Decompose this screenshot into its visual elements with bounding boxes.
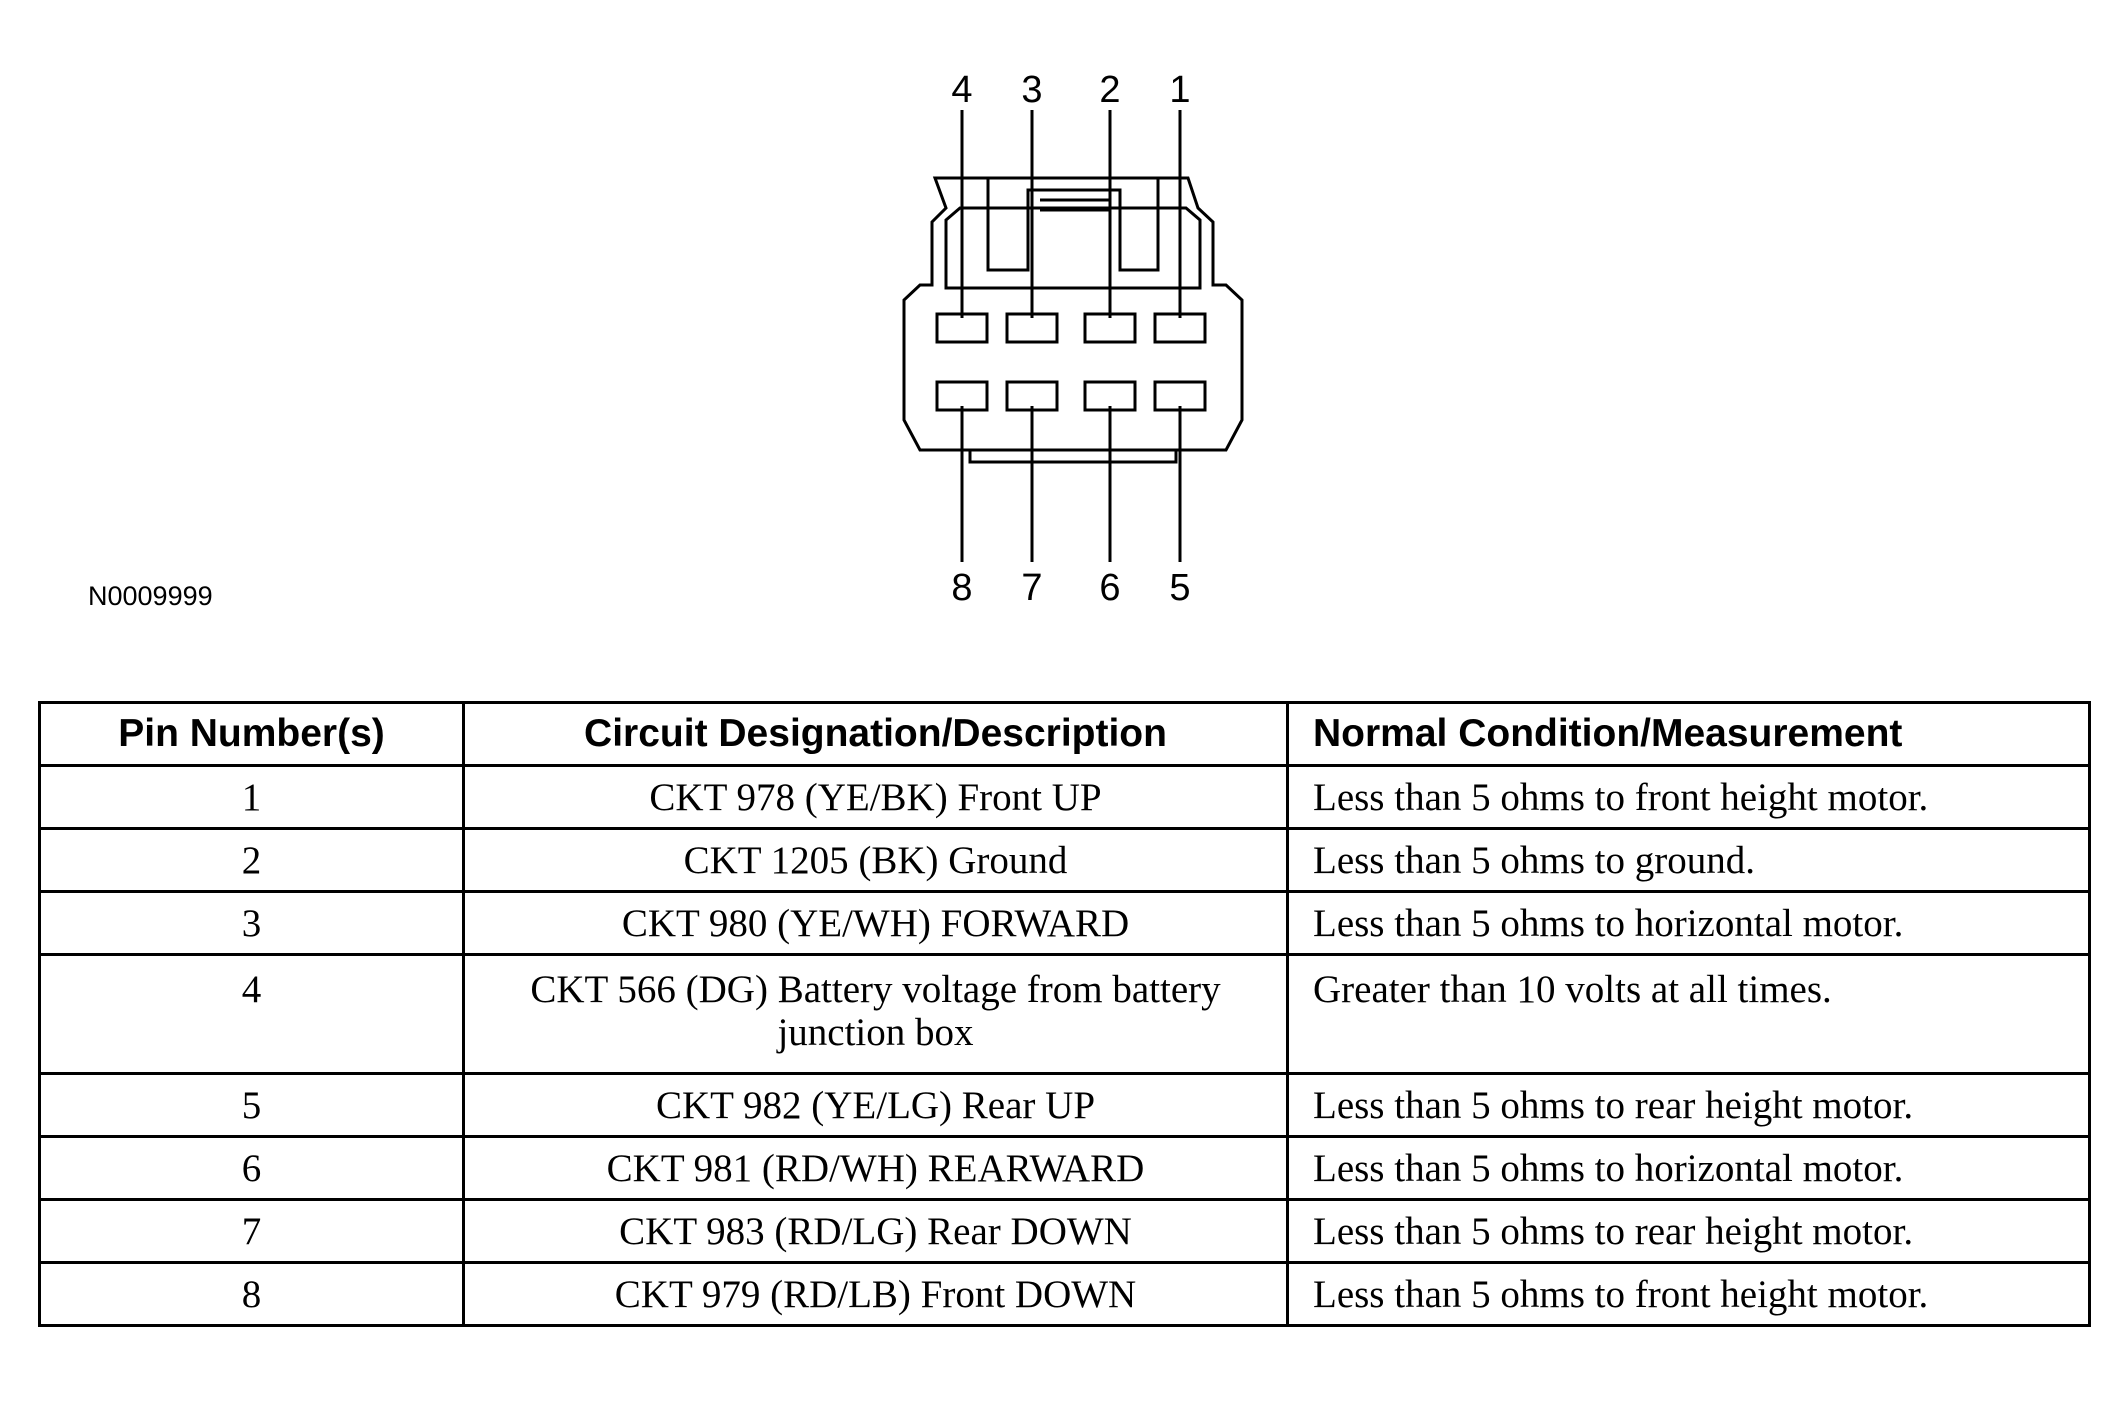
circuit-cell: CKT 982 (YE/LG) Rear UP — [462, 1072, 1289, 1138]
table-row: 3 CKT 980 (YE/WH) FORWARD Less than 5 oh… — [38, 890, 2091, 956]
table-row: 5 CKT 982 (YE/LG) Rear UP Less than 5 oh… — [38, 1072, 2091, 1138]
cavity-5 — [1153, 380, 1207, 412]
pin-label-3: 3 — [1021, 69, 1042, 111]
cavity-3 — [1005, 312, 1059, 344]
measurement-cell: Less than 5 ohms to front height motor. — [1286, 1261, 2091, 1327]
cavity-7 — [1005, 380, 1059, 412]
table-row: 6 CKT 981 (RD/WH) REARWARD Less than 5 o… — [38, 1135, 2091, 1201]
connector-diagram: 4 3 2 1 8 7 6 5 N0009999 — [0, 0, 2124, 640]
circuit-cell: CKT 978 (YE/BK) Front UP — [462, 764, 1289, 830]
connector-drawing: 4 3 2 1 8 7 6 5 N0009999 — [88, 69, 1244, 611]
circuit-cell: CKT 980 (YE/WH) FORWARD — [462, 890, 1289, 956]
circuit-cell: CKT 979 (RD/LB) Front DOWN — [462, 1261, 1289, 1327]
table-header-row: Pin Number(s) Circuit Designation/Descri… — [38, 701, 2091, 767]
table-row: 1 CKT 978 (YE/BK) Front UP Less than 5 o… — [38, 764, 2091, 830]
cavity-4 — [935, 312, 989, 344]
cavity-6 — [1083, 380, 1137, 412]
table-row: 2 CKT 1205 (BK) Ground Less than 5 ohms … — [38, 827, 2091, 893]
pin-label-5: 5 — [1169, 567, 1190, 609]
pin-cell: 3 — [38, 890, 465, 956]
table-row: 4 CKT 566 (DG) Battery voltage from batt… — [38, 953, 2091, 1075]
figure-code: N0009999 — [88, 581, 213, 611]
measurement-cell: Less than 5 ohms to horizontal motor. — [1286, 890, 2091, 956]
pin-cell: 5 — [38, 1072, 465, 1138]
header-measurement: Normal Condition/Measurement — [1286, 701, 2091, 767]
connector-latch — [986, 178, 1160, 272]
circuit-cell: CKT 566 (DG) Battery voltage from batter… — [462, 953, 1289, 1075]
pin-label-7: 7 — [1021, 567, 1042, 609]
connector-body — [902, 176, 1244, 452]
pin-cell: 4 — [38, 953, 465, 1075]
header-pin-number: Pin Number(s) — [38, 701, 465, 767]
table-row: 7 CKT 983 (RD/LG) Rear DOWN Less than 5 … — [38, 1198, 2091, 1264]
pin-label-2: 2 — [1099, 69, 1120, 111]
measurement-cell: Less than 5 ohms to rear height motor. — [1286, 1072, 2091, 1138]
pin-label-8: 8 — [951, 567, 972, 609]
circuit-cell: CKT 981 (RD/WH) REARWARD — [462, 1135, 1289, 1201]
pin-cell: 1 — [38, 764, 465, 830]
circuit-cell: CKT 1205 (BK) Ground — [462, 827, 1289, 893]
pin-cell: 2 — [38, 827, 465, 893]
measurement-cell: Less than 5 ohms to ground. — [1286, 827, 2091, 893]
pin-cell: 8 — [38, 1261, 465, 1327]
header-circuit: Circuit Designation/Description — [462, 701, 1289, 767]
cavity-2 — [1083, 312, 1137, 344]
pin-label-1: 1 — [1169, 69, 1190, 111]
measurement-cell: Less than 5 ohms to horizontal motor. — [1286, 1135, 2091, 1201]
circuit-cell: CKT 983 (RD/LG) Rear DOWN — [462, 1198, 1289, 1264]
pin-cell: 6 — [38, 1135, 465, 1201]
cavity-8 — [935, 380, 989, 412]
pin-table: Pin Number(s) Circuit Designation/Descri… — [38, 701, 2091, 1327]
cavity-1 — [1153, 312, 1207, 344]
connector-key — [968, 450, 1178, 464]
connector-inner-wall — [944, 206, 1202, 290]
table-row: 8 CKT 979 (RD/LB) Front DOWN Less than 5… — [38, 1261, 2091, 1327]
pin-label-4: 4 — [951, 69, 972, 111]
measurement-cell: Less than 5 ohms to rear height motor. — [1286, 1198, 2091, 1264]
pin-cell: 7 — [38, 1198, 465, 1264]
measurement-cell: Less than 5 ohms to front height motor. — [1286, 764, 2091, 830]
pin-label-6: 6 — [1099, 567, 1120, 609]
measurement-cell: Greater than 10 volts at all times. — [1286, 953, 2091, 1075]
